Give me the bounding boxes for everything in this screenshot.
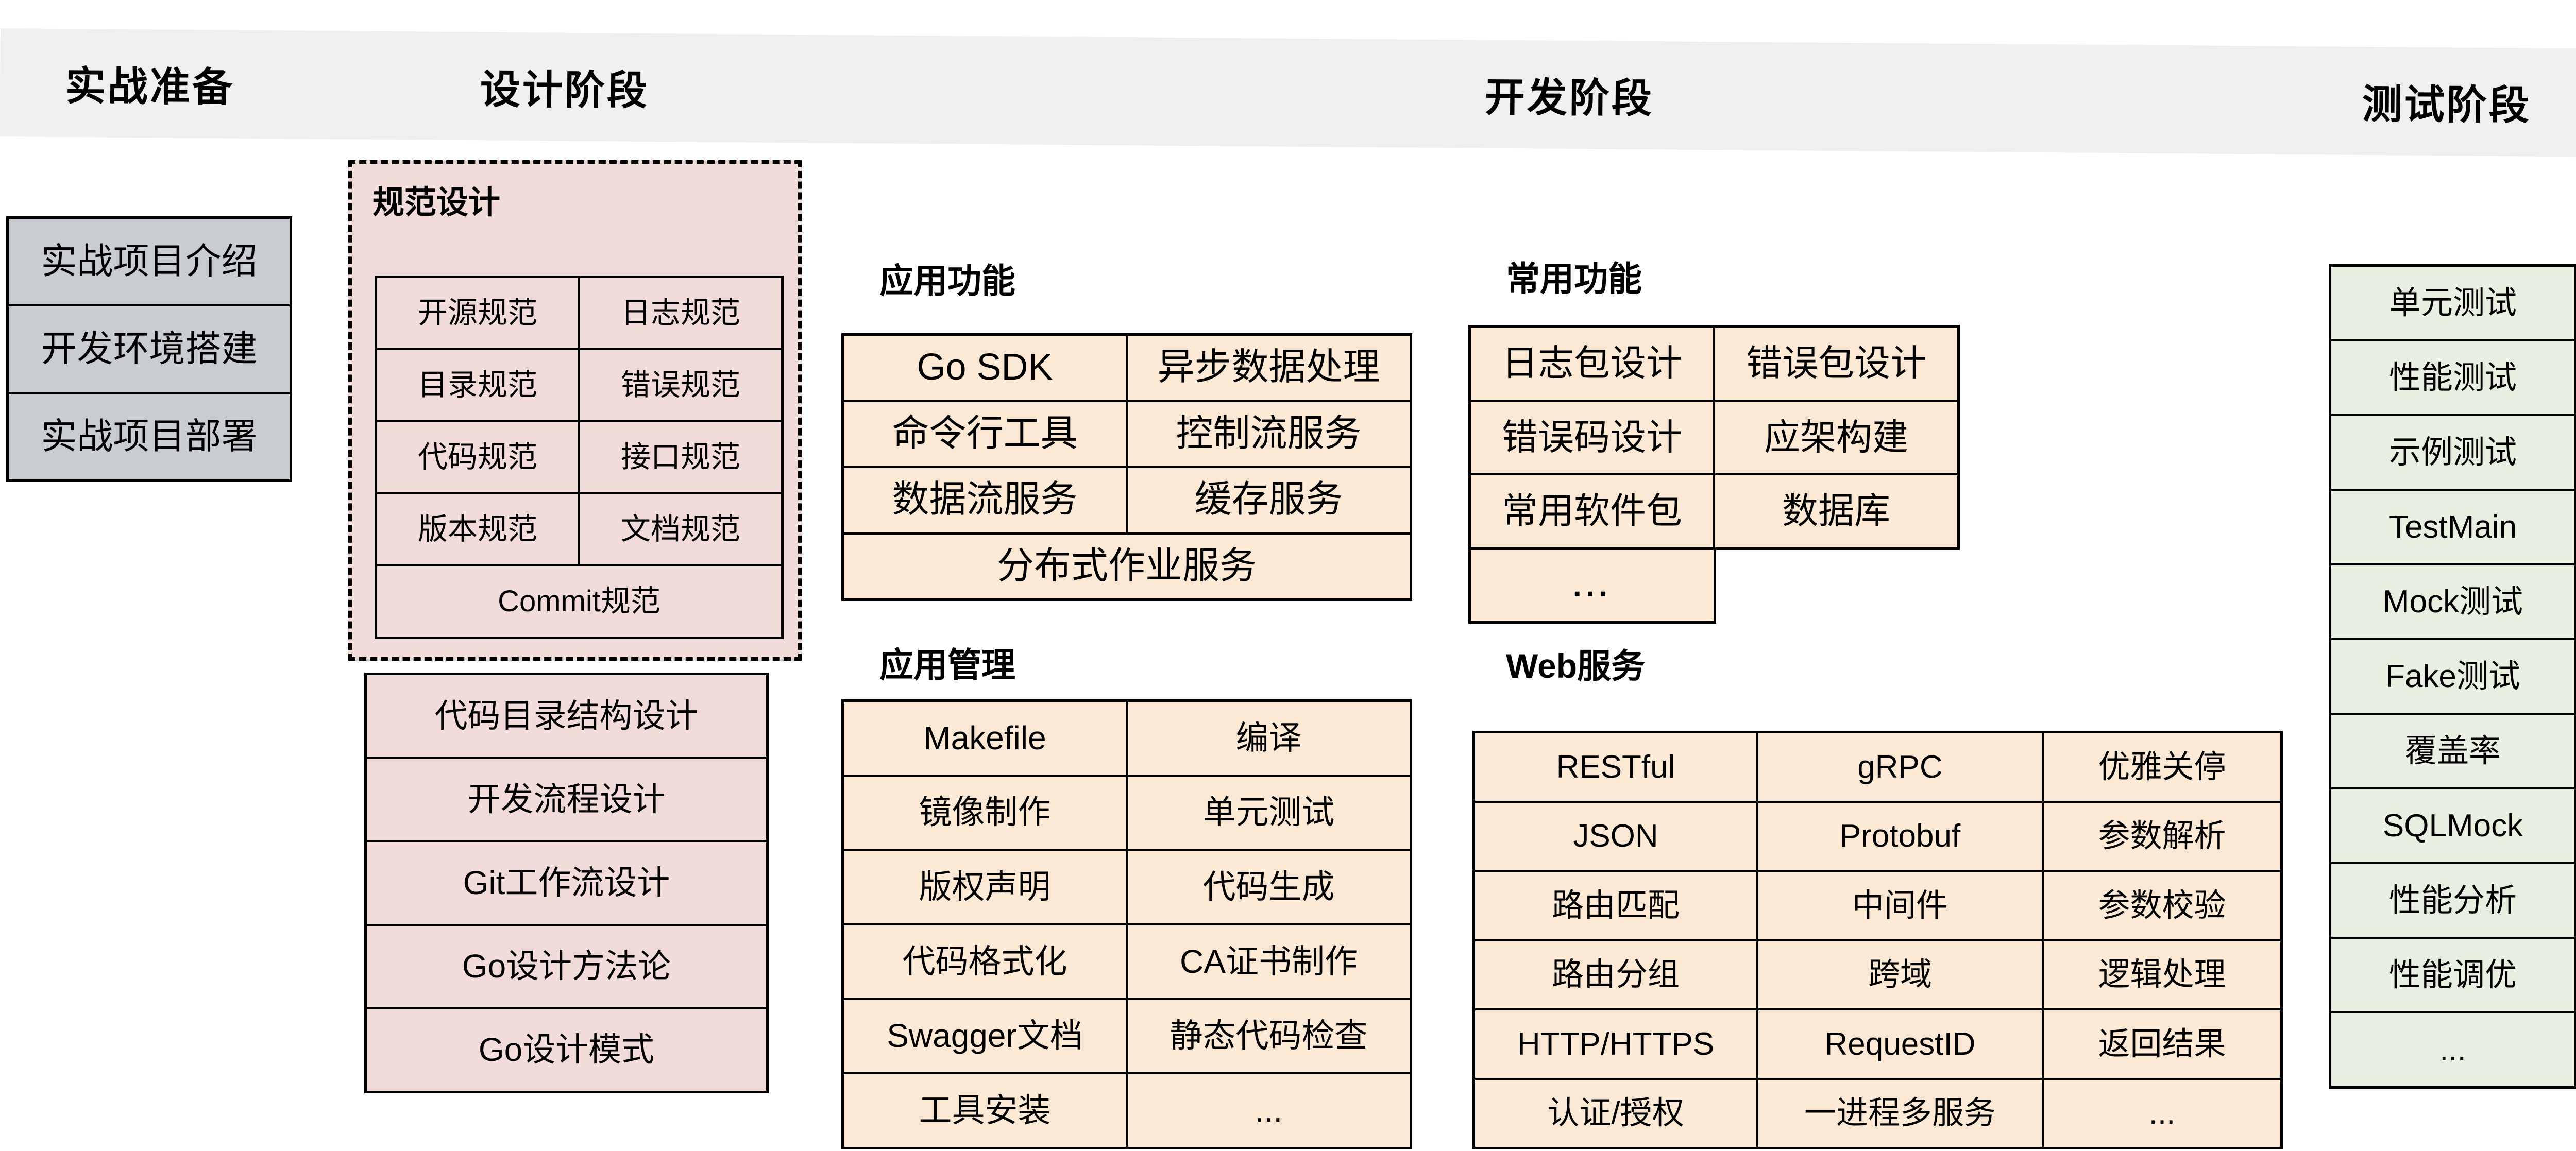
app-management-cell: ... <box>1128 1074 1410 1147</box>
section-title-web-service: Web服务 <box>1506 647 1646 685</box>
stage-label-design: 设计阶段 <box>480 66 650 113</box>
app-features-cell: 异步数据处理 <box>1128 336 1410 400</box>
spec-design-cell: 日志规范 <box>580 278 781 348</box>
preparation-item: 实战项目介绍 <box>9 219 290 304</box>
app-features-cell: 命令行工具 <box>844 402 1126 466</box>
common-features-cell: 错误码设计 <box>1471 401 1713 474</box>
common-features-more-cell: ... <box>1468 547 1716 624</box>
web-service-cell: 中间件 <box>1758 872 2042 939</box>
app-management-cell: 单元测试 <box>1128 776 1410 849</box>
app-management-cell: CA证书制作 <box>1128 925 1410 998</box>
design-list-item: 代码目录结构设计 <box>367 675 766 757</box>
spec-design-cell: 错误规范 <box>580 350 781 420</box>
web-service-cell: 一进程多服务 <box>1758 1079 2042 1147</box>
app-management-cell: 编译 <box>1128 702 1410 775</box>
app-management-cell: 工具安装 <box>844 1074 1126 1147</box>
design-list-item: Go设计方法论 <box>367 925 766 1007</box>
web-service-cell: 参数解析 <box>2044 802 2280 870</box>
app-management-cell: 代码生成 <box>1128 851 1410 923</box>
web-service-cell: 优雅关停 <box>2044 733 2280 801</box>
stage-label-testing: 测试阶段 <box>2362 81 2532 128</box>
test-stage-item: SQLMock <box>2331 789 2574 862</box>
section-title-app-features: 应用功能 <box>879 262 1015 300</box>
test-stage-item: TestMain <box>2331 491 2574 563</box>
test-stage-list: 单元测试 性能测试 示例测试 TestMain Mock测试 Fake测试 覆盖… <box>2329 264 2576 1089</box>
web-service-cell: RequestID <box>1758 1010 2042 1078</box>
web-service-grid: RESTful gRPC 优雅关停 JSON Protobuf 参数解析 路由匹… <box>1472 731 2283 1149</box>
app-features-cell: Go SDK <box>844 336 1126 400</box>
web-service-cell: ... <box>2044 1079 2280 1147</box>
design-list-item: Git工作流设计 <box>367 842 766 924</box>
web-service-cell: 返回结果 <box>2044 1010 2280 1078</box>
app-management-cell: 版权声明 <box>844 851 1126 923</box>
spec-design-cell: 开源规范 <box>377 278 578 348</box>
app-management-cell: 静态代码检查 <box>1128 1000 1410 1073</box>
spec-design-cell: 接口规范 <box>580 422 781 492</box>
spec-design-title: 规范设计 <box>372 185 501 220</box>
app-management-cell: 镜像制作 <box>844 776 1126 849</box>
common-features-cell: 错误包设计 <box>1715 328 1957 400</box>
test-stage-item: ... <box>2331 1013 2574 1086</box>
preparation-item: 实战项目部署 <box>9 394 290 479</box>
web-service-cell: 认证/授权 <box>1475 1079 1756 1147</box>
web-service-cell: 路由分组 <box>1475 941 1756 1008</box>
app-management-cell: 代码格式化 <box>844 925 1126 998</box>
preparation-item: 开发环境搭建 <box>9 306 290 392</box>
preparation-list: 实战项目介绍 开发环境搭建 实战项目部署 <box>6 216 292 482</box>
web-service-cell: Protobuf <box>1758 802 2042 870</box>
common-features-grid: 日志包设计 错误包设计 错误码设计 应架构建 常用软件包 数据库 <box>1468 325 1960 550</box>
web-service-cell: 参数校验 <box>2044 872 2280 939</box>
spec-design-grid: 开源规范 日志规范 目录规范 错误规范 代码规范 接口规范 版本规范 文档规范 … <box>375 276 784 639</box>
section-title-app-management: 应用管理 <box>879 646 1015 684</box>
test-stage-item: 示例测试 <box>2331 416 2574 489</box>
design-method-list: 代码目录结构设计 开发流程设计 Git工作流设计 Go设计方法论 Go设计模式 <box>364 673 769 1093</box>
app-features-cell: 缓存服务 <box>1128 468 1410 532</box>
app-features-grid: Go SDK 异步数据处理 命令行工具 控制流服务 数据流服务 缓存服务 分布式… <box>841 333 1412 601</box>
common-features-cell: 应架构建 <box>1715 401 1957 474</box>
test-stage-item: Fake测试 <box>2331 640 2574 713</box>
test-stage-item: 性能分析 <box>2331 864 2574 937</box>
spec-design-cell: 文档规范 <box>580 494 781 564</box>
section-title-common-features: 常用功能 <box>1506 260 1642 298</box>
web-service-cell: JSON <box>1475 802 1756 870</box>
spec-design-cell: 代码规范 <box>377 422 578 492</box>
test-stage-item: Mock测试 <box>2331 565 2574 638</box>
web-service-cell: 跨域 <box>1758 941 2042 1008</box>
test-stage-item: 性能调优 <box>2331 939 2574 1011</box>
common-features-cell: 常用软件包 <box>1471 475 1713 547</box>
stage-label-development: 开发阶段 <box>1484 74 1654 122</box>
common-features-cell: 数据库 <box>1715 475 1957 547</box>
test-stage-item: 覆盖率 <box>2331 715 2574 787</box>
test-stage-item: 性能测试 <box>2331 341 2574 414</box>
spec-design-box: 规范设计 开源规范 日志规范 目录规范 错误规范 代码规范 接口规范 版本规范 … <box>348 160 802 661</box>
spec-design-cell: 目录规范 <box>377 350 578 420</box>
stage-label-preparation: 实战准备 <box>65 63 235 110</box>
app-features-cell: 数据流服务 <box>844 468 1126 532</box>
web-service-cell: RESTful <box>1475 733 1756 801</box>
web-service-cell: 逻辑处理 <box>2044 941 2280 1008</box>
test-stage-item: 单元测试 <box>2331 267 2574 339</box>
spec-design-cell: 版本规范 <box>377 494 578 564</box>
app-features-footer-cell: 分布式作业服务 <box>844 534 1410 598</box>
app-management-cell: Swagger文档 <box>844 1000 1126 1073</box>
design-list-item: 开发流程设计 <box>367 759 766 840</box>
web-service-cell: HTTP/HTTPS <box>1475 1010 1756 1078</box>
spec-design-footer-cell: Commit规范 <box>377 566 781 637</box>
app-management-cell: Makefile <box>844 702 1126 775</box>
app-management-grid: Makefile 编译 镜像制作 单元测试 版权声明 代码生成 代码格式化 CA… <box>841 699 1412 1149</box>
design-list-item: Go设计模式 <box>367 1009 766 1091</box>
app-features-cell: 控制流服务 <box>1128 402 1410 466</box>
common-features-cell: 日志包设计 <box>1471 328 1713 400</box>
web-service-cell: gRPC <box>1758 733 2042 801</box>
web-service-cell: 路由匹配 <box>1475 872 1756 939</box>
